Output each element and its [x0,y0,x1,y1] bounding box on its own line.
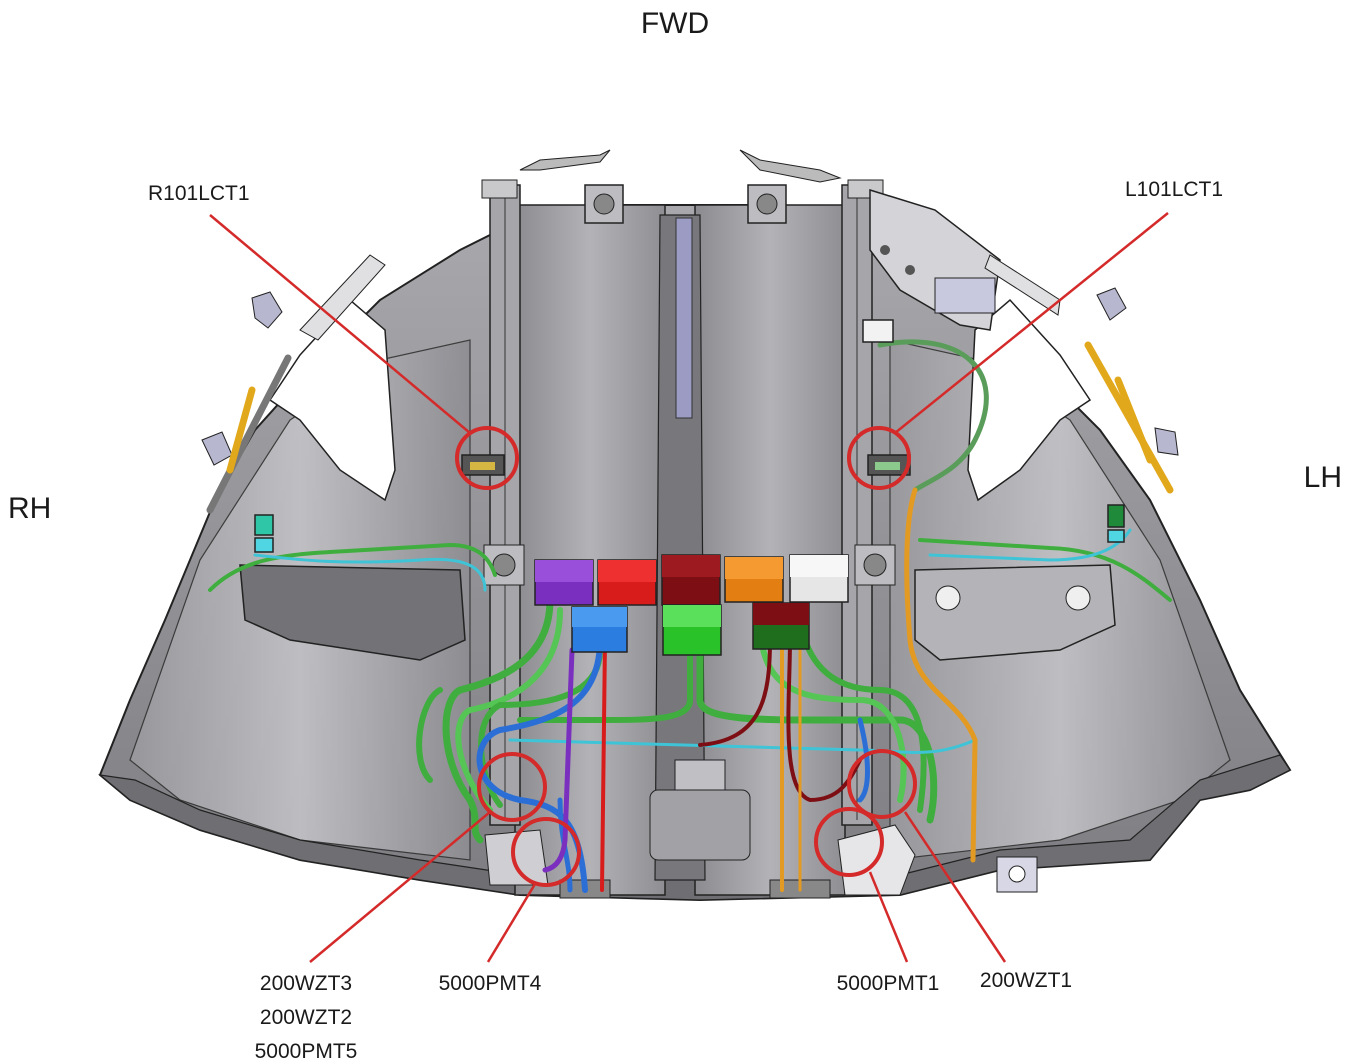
label-fwd: FWD [641,7,709,40]
callout-circle-wzt1 [847,749,917,819]
callout-circle-wzt3 [477,752,547,822]
label-group-line-2: 200WZT2 [260,1006,352,1029]
structure-shell [97,149,1292,902]
callout-circle-l101lct1 [847,426,911,490]
callout-circle-pmt4 [511,817,581,887]
callout-markers [455,426,917,887]
label-wzt1: 200WZT1 [980,969,1072,992]
label-pmt4: 5000PMT4 [439,972,542,995]
label-pmt1: 5000PMT1 [837,972,940,995]
label-l101lct1: L101LCT1 [1125,178,1223,201]
callout-leaders [209,212,1169,963]
callout-circle-pmt1 [814,807,884,877]
label-lh: LH [1304,461,1342,494]
connector-blocks [254,319,1125,656]
label-group-line-3: 5000PMT5 [255,1040,358,1063]
label-rh: RH [8,492,51,525]
wire-harnesses [208,339,1172,893]
labels: FWD RH LH R101LCT1 L101LCT1 200WZT3 200W… [8,7,1342,1063]
label-group-line-1: 200WZT3 [260,972,352,995]
callout-circle-r101lct1 [455,426,519,490]
label-r101lct1: R101LCT1 [148,182,250,205]
